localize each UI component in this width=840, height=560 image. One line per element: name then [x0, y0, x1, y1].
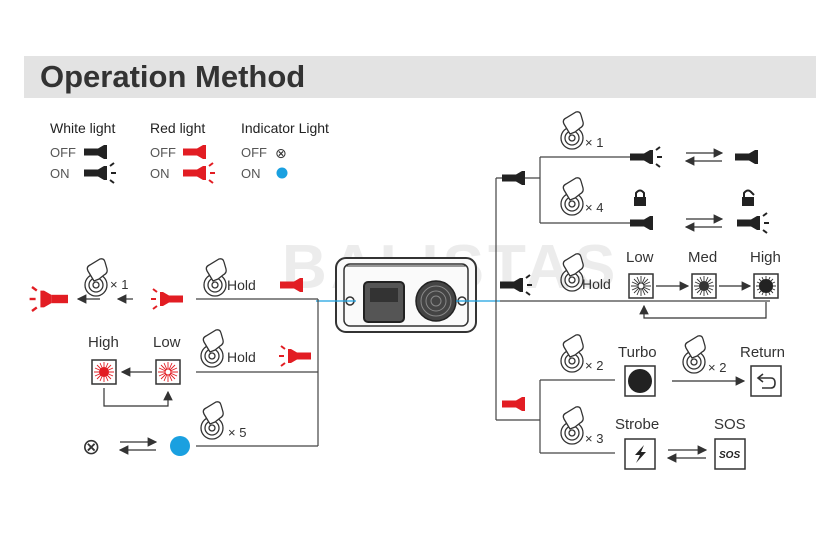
right-high-label: High: [750, 249, 781, 266]
return-box: [750, 365, 782, 397]
legend-indicator-on: ON: [241, 166, 261, 181]
press-icon-right-x2-b: [682, 335, 706, 374]
press-icon-right-x3: [560, 406, 584, 445]
indicator-off-icon: ⊗: [82, 434, 100, 459]
legend-white-on-icon: [84, 162, 117, 184]
legend-indicator-label: Indicator Light: [241, 120, 329, 136]
right-white-off-icon: [502, 171, 525, 185]
press-icon-right-hold: [560, 253, 584, 292]
legend-white-off: OFF: [50, 145, 76, 160]
right-low-label: Low: [626, 249, 654, 266]
left-click-x1: × 1: [110, 277, 128, 292]
right-click-x2-b: × 2: [708, 360, 726, 375]
right-tree-lines: [495, 156, 770, 454]
right-white-unlocked-on-icon: [737, 212, 770, 234]
right-turbo-label: Turbo: [618, 344, 657, 361]
legend-red-off-icon: [183, 145, 206, 159]
left-red-on-big-icon: [28, 285, 68, 313]
left-low-label: Low: [153, 334, 181, 351]
right-med-label: Med: [688, 249, 717, 266]
unlock-icon: [742, 189, 755, 206]
press-icon-left-hold-2: [200, 329, 224, 368]
left-red-on-icon: [150, 288, 183, 310]
title-band: [24, 56, 816, 98]
right-click-x1: × 1: [585, 135, 603, 150]
right-cycle-line: [639, 302, 767, 319]
left-red-on-icon-2: [278, 345, 311, 367]
legend-white-label: White light: [50, 120, 115, 136]
left-tree-lines: [196, 298, 319, 447]
right-click-x4: × 4: [585, 200, 603, 215]
left-click-x5: × 5: [228, 425, 246, 440]
indicator-on-dot: [170, 436, 190, 456]
press-icon-right-x4: [560, 177, 584, 216]
left-hold-1: Hold: [227, 277, 256, 293]
press-icon-right-x1: [560, 111, 584, 150]
turbo-box: [624, 365, 656, 397]
right-sos-label: SOS: [714, 416, 746, 433]
right-white-on-icon: [630, 146, 663, 168]
left-high-label: High: [88, 334, 119, 351]
sos-box: SOS: [714, 438, 746, 470]
right-hold: Hold: [582, 276, 611, 292]
right-white-locked-icon: [630, 216, 653, 230]
legend-indicator-off-icon: ⊗: [275, 145, 287, 161]
legend-red-off: OFF: [150, 145, 176, 160]
lock-icon: [634, 189, 646, 206]
left-low-box: [155, 359, 181, 385]
legend-white-on: ON: [50, 166, 70, 181]
right-high-box: [753, 273, 779, 299]
left-loop-line: [103, 388, 173, 407]
press-icon-left-x5: [200, 401, 224, 440]
right-click-x3: × 3: [585, 431, 603, 446]
legend-red-on: ON: [150, 166, 170, 181]
legend-red-on-icon: [183, 162, 216, 184]
right-strobe-label: Strobe: [615, 416, 659, 433]
legend-indicator-off: OFF: [241, 145, 267, 160]
right-click-x2: × 2: [585, 358, 603, 373]
legend-white-off-icon: [84, 145, 107, 159]
right-white-off-icon-2: [735, 150, 758, 164]
right-return-label: Return: [740, 344, 785, 361]
right-low-box: [628, 273, 654, 299]
right-white-on-hold-icon: [500, 274, 533, 296]
page-title: Operation Method: [40, 59, 306, 94]
right-red-off-icon: [502, 397, 525, 411]
legend-indicator-on-dot: [276, 167, 288, 179]
legend-red-label: Red light: [150, 120, 205, 136]
sos-badge-text: SOS: [719, 450, 740, 461]
press-icon-left-x1: [84, 258, 108, 297]
press-icon-right-x2: [560, 334, 584, 373]
left-high-box: [91, 359, 117, 385]
strobe-box: [624, 438, 656, 470]
left-red-off-icon: [280, 278, 303, 292]
right-med-box: [691, 273, 717, 299]
left-hold-2: Hold: [227, 349, 256, 365]
press-icon-left-hold: [203, 258, 227, 297]
device-image: [335, 257, 477, 333]
